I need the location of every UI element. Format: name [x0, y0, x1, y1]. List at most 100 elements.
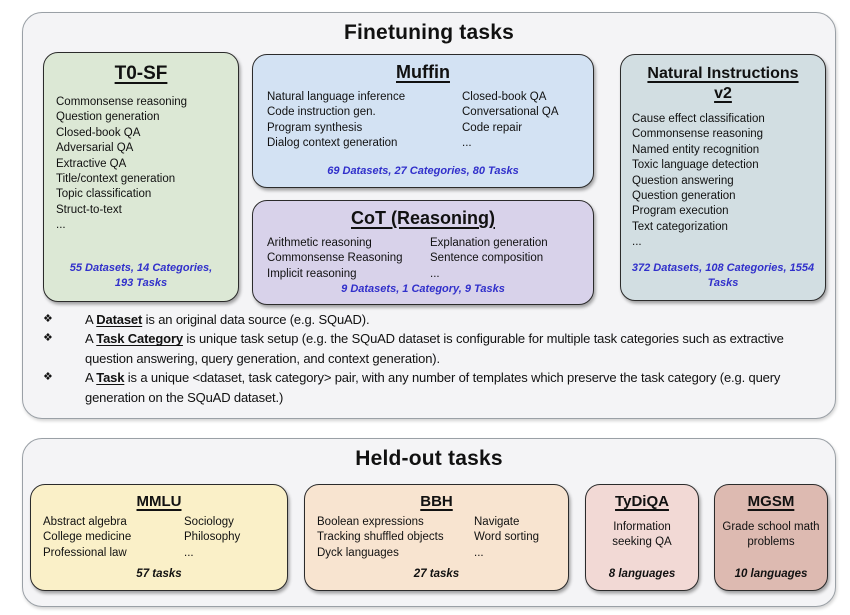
mgsm-box: MGSM Grade school math problems 10 langu…	[714, 484, 828, 591]
bbh-box: BBH Boolean expressions Tracking shuffle…	[304, 484, 569, 591]
diamond-bullet-icon: ❖	[43, 371, 53, 384]
tydiqa-box: TyDiQA Information seeking QA 8 language…	[585, 484, 699, 591]
definition-dataset: ❖ A Dataset is an original data source (…	[43, 310, 818, 329]
niv2-box: Natural Instructions v2 Cause effect cla…	[620, 54, 826, 301]
tydiqa-stats: 8 languages	[608, 568, 676, 580]
task-item: Explanation generation	[430, 237, 548, 249]
definition-task: ❖ A Task is a unique <dataset, task cate…	[43, 368, 818, 407]
mmlu-title: MMLU	[136, 493, 182, 510]
muffin-task-list: Natural language inference Code instruct…	[253, 83, 593, 152]
finetuning-panel-title: Finetuning tasks	[343, 21, 515, 44]
bbh-title: BBH	[420, 493, 453, 510]
task-item: Philosophy	[184, 531, 241, 544]
task-item: ...	[474, 546, 484, 559]
cot-title: CoT (Reasoning)	[351, 208, 495, 228]
mmlu-box: MMLU Abstract algebra College medicine P…	[30, 484, 288, 591]
defined-term: Dataset	[96, 312, 143, 327]
task-item: Named entity recognition	[632, 143, 760, 156]
task-item: Navigate	[474, 516, 520, 528]
task-item: Program synthesis	[267, 121, 363, 134]
task-item: Dyck languages	[317, 546, 399, 559]
definition-text: A Task is a unique <dataset, task catego…	[85, 370, 781, 405]
definition-task-category: ❖ A Task Category is unique task setup (…	[43, 329, 818, 368]
task-item: Abstract algebra	[43, 516, 127, 528]
cot-column-right: Explanation generation Sentence composit…	[430, 236, 593, 282]
heldout-panel: Held-out tasks MMLU Abstract algebra Col…	[22, 438, 836, 607]
task-item: Question answering	[632, 174, 734, 187]
task-item: Professional law	[43, 546, 127, 559]
definition-text: A Task Category is unique task setup (e.…	[85, 331, 784, 366]
mmlu-stats: 57 tasks	[136, 568, 182, 580]
heldout-panel-title: Held-out tasks	[355, 447, 503, 470]
mmlu-task-list: Abstract algebra College medicine Profes…	[31, 510, 287, 561]
task-item: Arithmetic reasoning	[267, 237, 372, 249]
muffin-title: Muffin	[396, 62, 450, 82]
niv2-title: Natural Instructions v2	[647, 65, 799, 102]
task-item: Text categorization	[632, 220, 728, 233]
task-item: Tracking shuffled objects	[317, 531, 444, 544]
task-item: Code repair	[462, 121, 523, 134]
cot-column-left: Arithmetic reasoning Commonsense Reasoni…	[267, 236, 430, 282]
task-item: ...	[462, 137, 472, 150]
t0sf-box: T0-SF Commonsense reasoning Question gen…	[43, 52, 239, 302]
mmlu-column-right: Sociology Philosophy ...	[184, 515, 287, 561]
task-item: Code instruction gen.	[267, 106, 376, 119]
task-item: ...	[632, 236, 642, 249]
muffin-column-right: Closed-book QA Conversational QA Code re…	[462, 90, 593, 152]
task-item: Closed-book QA	[462, 91, 547, 103]
bbh-stats: 27 tasks	[413, 568, 460, 580]
tydiqa-title: TyDiQA	[615, 493, 669, 510]
task-item: Commonsense reasoning	[56, 96, 188, 108]
cot-box: CoT (Reasoning) Arithmetic reasoning Com…	[252, 200, 594, 305]
bbh-column-right: Navigate Word sorting ...	[474, 515, 568, 561]
task-item: Topic classification	[56, 188, 152, 201]
diamond-bullet-icon: ❖	[43, 313, 53, 325]
task-item: Toxic language detection	[632, 159, 759, 172]
t0sf-title: T0-SF	[114, 63, 168, 84]
task-item: Closed-book QA	[56, 126, 141, 139]
task-item: Question generation	[632, 190, 736, 203]
task-item: ...	[56, 219, 66, 232]
task-item: Title/context generation	[56, 173, 176, 186]
task-item: Word sorting	[474, 531, 539, 544]
task-item: Sentence composition	[430, 252, 544, 265]
task-item: Cause effect classification	[632, 113, 765, 125]
defined-term: Task	[96, 370, 125, 386]
task-item: College medicine	[43, 531, 132, 544]
muffin-box: Muffin Natural language inference Code i…	[252, 54, 594, 188]
task-item: Struct-to-text	[56, 203, 122, 216]
diamond-bullet-icon: ❖	[43, 332, 53, 345]
muffin-stats: 69 Datasets, 27 Categories, 80 Tasks	[327, 164, 519, 177]
task-item: Natural language inference	[267, 91, 406, 103]
task-item: Commonsense Reasoning	[267, 252, 403, 265]
task-item: Question generation	[56, 111, 160, 124]
tydiqa-description: Information seeking QA	[612, 521, 672, 548]
bbh-column-left: Boolean expressions Tracking shuffled ob…	[317, 515, 474, 561]
task-item: ...	[184, 546, 194, 559]
muffin-column-left: Natural language inference Code instruct…	[267, 90, 462, 152]
task-item: Commonsense reasoning	[632, 128, 764, 141]
task-item: ...	[430, 267, 440, 280]
task-item: Extractive QA	[56, 157, 127, 170]
mgsm-stats: 10 languages	[734, 568, 808, 580]
task-item: Conversational QA	[462, 106, 559, 119]
cot-stats: 9 Datasets, 1 Category, 9 Tasks	[341, 283, 505, 296]
finetuning-panel: Finetuning tasks T0-SF Commonsense reaso…	[22, 12, 836, 419]
bbh-task-list: Boolean expressions Tracking shuffled ob…	[305, 510, 568, 561]
task-item: Dialog context generation	[267, 137, 398, 150]
definitions-list: ❖ A Dataset is an original data source (…	[43, 310, 818, 407]
t0sf-task-list: Commonsense reasoning Question generatio…	[44, 85, 238, 234]
task-item: Adversarial QA	[56, 142, 134, 155]
defined-term: Task Category	[96, 331, 183, 347]
task-item: Implicit reasoning	[267, 267, 357, 280]
mgsm-title: MGSM	[747, 493, 795, 510]
t0sf-stats: 55 Datasets, 14 Categories, 193 Tasks	[69, 262, 213, 289]
definition-text: A Dataset is an original data source (e.…	[85, 312, 370, 327]
task-item: Program execution	[632, 205, 729, 218]
cot-task-list: Arithmetic reasoning Commonsense Reasoni…	[253, 229, 593, 282]
niv2-stats: 372 Datasets, 108 Categories, 1554 Tasks	[631, 262, 815, 289]
mgsm-description: Grade school math problems	[722, 521, 820, 548]
mmlu-column-left: Abstract algebra College medicine Profes…	[43, 515, 184, 561]
task-item: Sociology	[184, 516, 234, 528]
